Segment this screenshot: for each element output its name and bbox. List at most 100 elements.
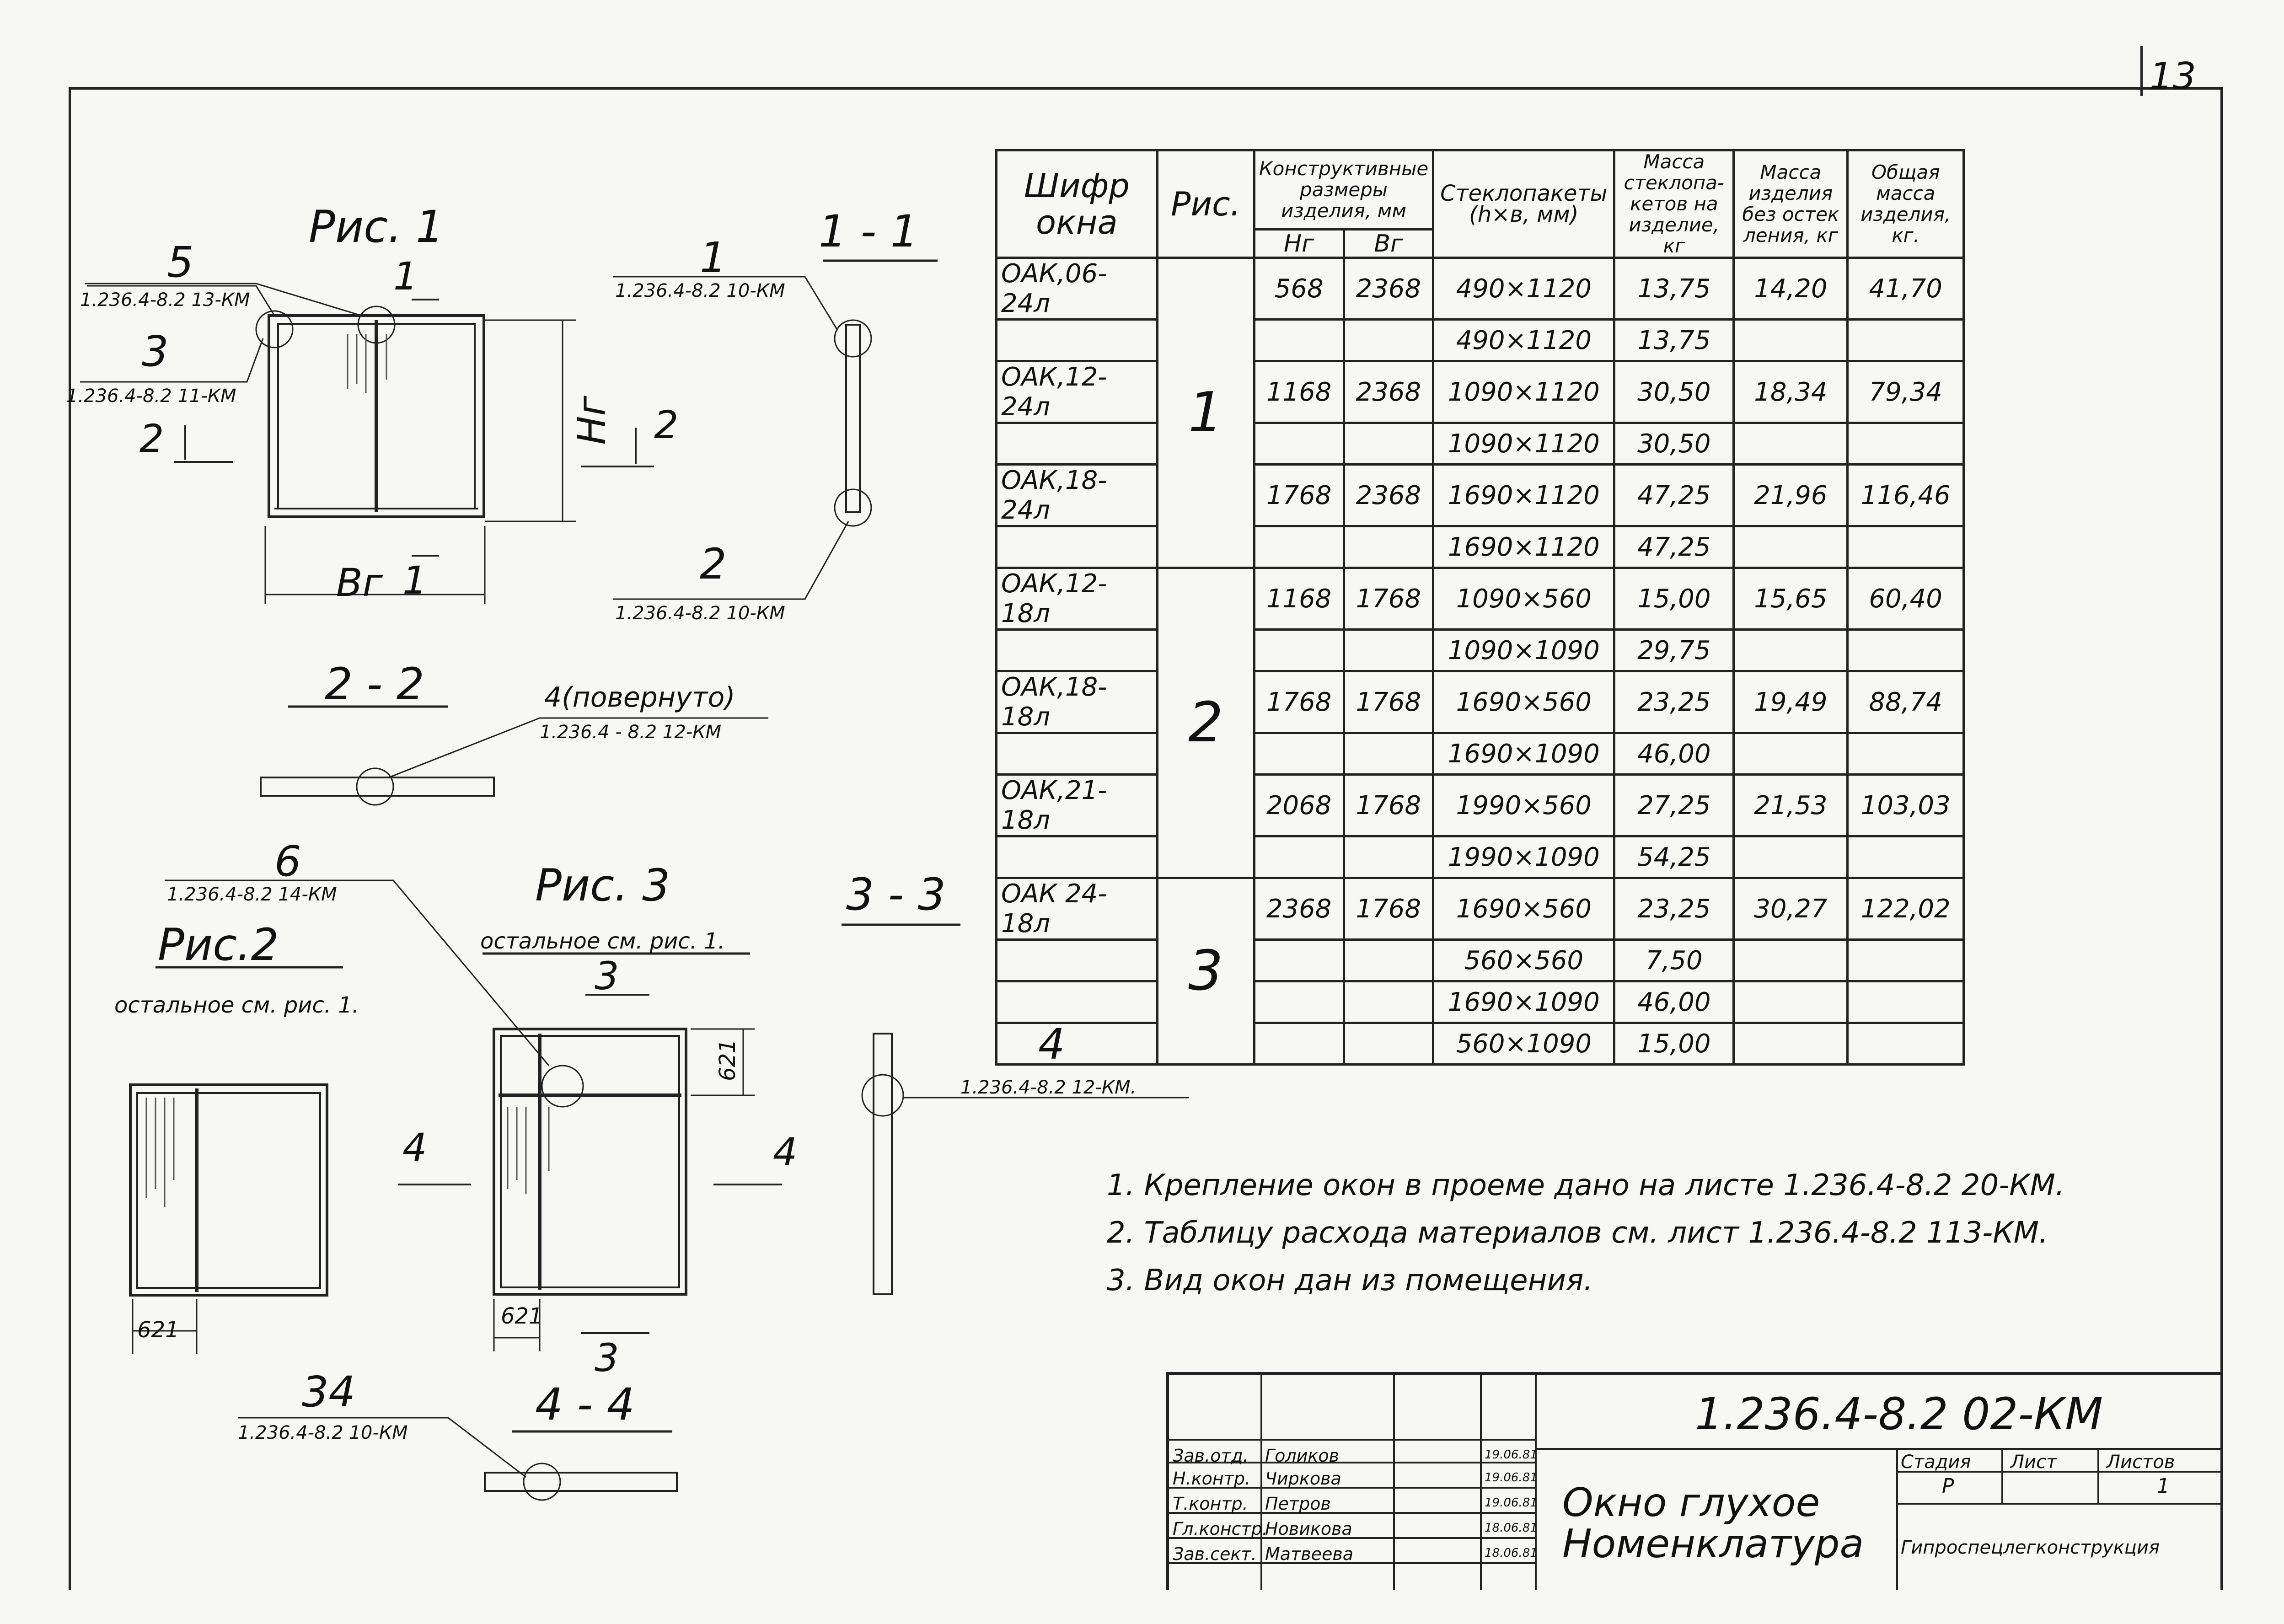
cell-bg [1342,938,1435,982]
cell-bg [1342,835,1435,879]
section-1-1-ref1-num: 1 [700,233,727,282]
fig3-dim-top: 621 [714,1039,740,1081]
sheet-number-box [2140,46,2211,96]
cell-hg: 2068 [1253,773,1345,837]
cell-glass: 1090×1090 [1432,628,1616,672]
signer-name: Матвеева [1265,1544,1354,1564]
fig3-ref: 1.236.4-8.2 14-КМ [167,884,337,905]
cell-hg: 568 [1253,257,1345,321]
cell-hg: 1168 [1253,360,1345,424]
stage-label: Стадия [1901,1452,1971,1473]
fig1-cut-2-right: 2 [654,402,679,447]
cell-glass-mass: 7,50 [1613,938,1735,982]
cell-total-mass: 116,46 [1846,463,1965,527]
col-header-mass-no-glass: Масса изделия без остек ления, кг [1732,149,1849,259]
cell-hg [1253,732,1345,776]
cell-glass-mass: 54,25 [1613,835,1735,879]
cell-glass: 1990×560 [1432,773,1616,837]
fig3-cut-4-right: 4 [773,1130,798,1174]
cell-bg [1342,732,1435,776]
cell-code: ОАК,06-24л [995,257,1158,321]
signer-name: Петров [1265,1494,1331,1514]
fig1-ref1: 1.236.4-8.2 13-КМ [80,289,250,311]
col-header-dims: Конструктивные размеры изделия, мм [1253,149,1435,231]
cell-hg [1253,318,1345,362]
cell-code: ОАК,21-18л [995,773,1158,837]
cell-bg [1342,1022,1435,1066]
cell-hg [1253,525,1345,569]
cell-mass-no-glass [1732,628,1849,672]
drawing-name-1: Окно глухое [1562,1480,1820,1526]
cell-bg [1342,628,1435,672]
signer-date: 19.06.81 [1485,1471,1538,1485]
cell-glass: 1690×560 [1432,877,1616,941]
fig1-ref1-num: 5 [167,238,194,287]
cell-code [995,1022,1158,1066]
section-2-2-label: 2 - 2 [325,659,424,710]
signer-date: 18.06.81 [1485,1521,1538,1535]
cell-fig-group: 1 [1156,257,1255,569]
cell-mass-no-glass [1732,1022,1849,1066]
fig3-label: Рис. 3 [535,860,670,911]
cell-hg [1253,938,1345,982]
cell-code [995,938,1158,982]
cell-glass-mass: 27,25 [1613,773,1735,837]
organization: Гипроспецлегконструкция [1901,1537,2160,1558]
drawing-number: 1.236.4-8.2 02-КМ [1695,1388,2103,1440]
cell-code: ОАК,18-18л [995,670,1158,734]
section-4-4-ref: 1.236.4-8.2 10-КМ [238,1422,408,1443]
cell-mass-no-glass: 14,20 [1732,257,1849,321]
note-2: 2. Таблицу расхода материалов см. лист 1… [1107,1216,2048,1250]
cell-glass-mass: 46,00 [1613,732,1735,776]
section-4-4-label: 4 - 4 [535,1379,635,1430]
cell-mass-no-glass [1732,835,1849,879]
cell-bg: 2368 [1342,463,1435,527]
cell-glass: 1090×1120 [1432,360,1616,424]
cell-total-mass: 103,03 [1846,773,1965,837]
section-2-2-callout-num: 4(повернуто) [544,681,735,713]
cell-hg [1253,628,1345,672]
cell-glass-mass: 23,25 [1613,877,1735,941]
cell-bg: 1768 [1342,877,1435,941]
section-2-2-callout-ref: 1.236.4 - 8.2 12-КМ [540,722,722,743]
signer-role: Зав.сект. [1173,1544,1257,1564]
cell-code [995,318,1158,362]
fig1-ref2: 1.236.4-8.2 11-КМ [66,386,236,407]
cell-total-mass [1846,628,1965,672]
cell-glass: 1090×560 [1432,567,1616,631]
cell-total-mass [1846,1022,1965,1066]
section-4-4-ref-num: 34 [302,1367,356,1416]
fig2-dim: 621 [137,1317,179,1343]
cell-mass-no-glass: 15,65 [1732,567,1849,631]
col-header-fig: Рис. [1156,149,1255,259]
section-1-1-ref2-num: 2 [700,540,727,589]
cell-hg: 1768 [1253,463,1345,527]
section-3-3-ref: 1.236.4-8.2 12-КМ. [960,1077,1137,1098]
cell-glass: 490×1120 [1432,257,1616,321]
cell-total-mass [1846,732,1965,776]
fig1-cut-1-top: 1 [393,254,418,299]
cell-bg [1342,980,1435,1024]
cell-hg [1253,980,1345,1024]
signer-name: Чиркова [1265,1469,1341,1489]
title-block: 1.236.4-8.2 02-КМ Окно глухое Номенклату… [1166,1372,2221,1590]
fig1-cut-2-left: 2 [139,416,164,461]
cell-hg [1253,835,1345,879]
cell-glass: 1990×1090 [1432,835,1616,879]
cell-glass-mass: 29,75 [1613,628,1735,672]
cell-glass-mass: 23,25 [1613,670,1735,734]
cell-code [995,422,1158,466]
cell-mass-no-glass: 21,53 [1732,773,1849,837]
